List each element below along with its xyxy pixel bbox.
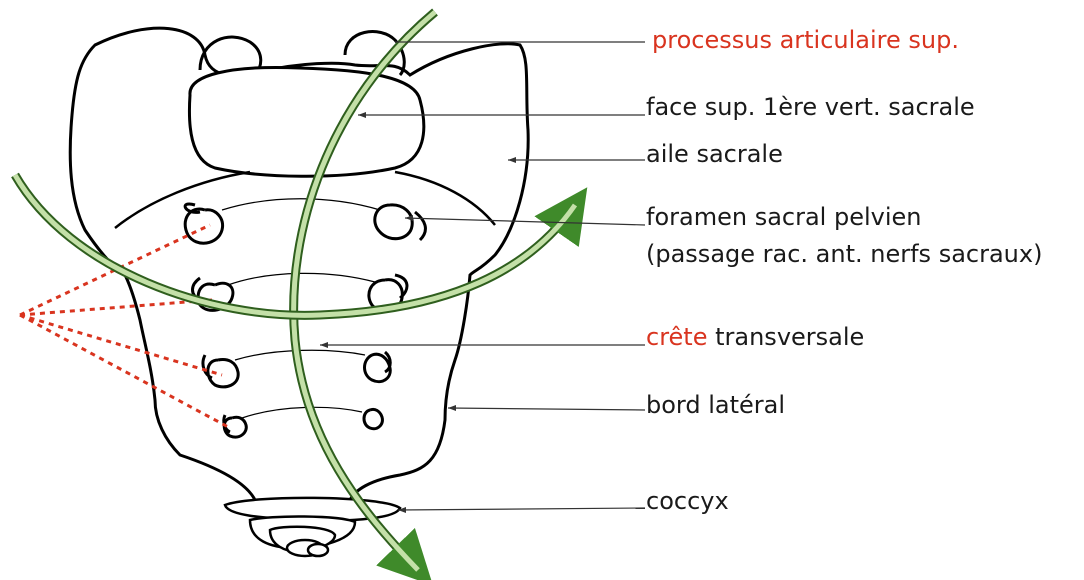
label-processus: processus articulaire sup. [652,26,959,54]
s1-superior-face [189,67,423,176]
label-crete-rest: transversale [707,323,864,351]
label-aile: aile sacrale [646,140,783,168]
label-face-sup: face sup. 1ère vert. sacrale [646,93,975,121]
label-bord: bord latéral [646,391,785,419]
red-dotted-leaders [20,225,230,428]
label-foramen-2: (passage rac. ant. nerfs sacraux) [646,240,1042,268]
label-crete: crête transversale [646,323,864,351]
label-coccyx: coccyx [646,487,729,515]
label-foramen-1: foramen sacral pelvien [646,203,921,231]
wing-inner-contour [115,172,250,228]
label-crete-red: crête [646,323,707,351]
